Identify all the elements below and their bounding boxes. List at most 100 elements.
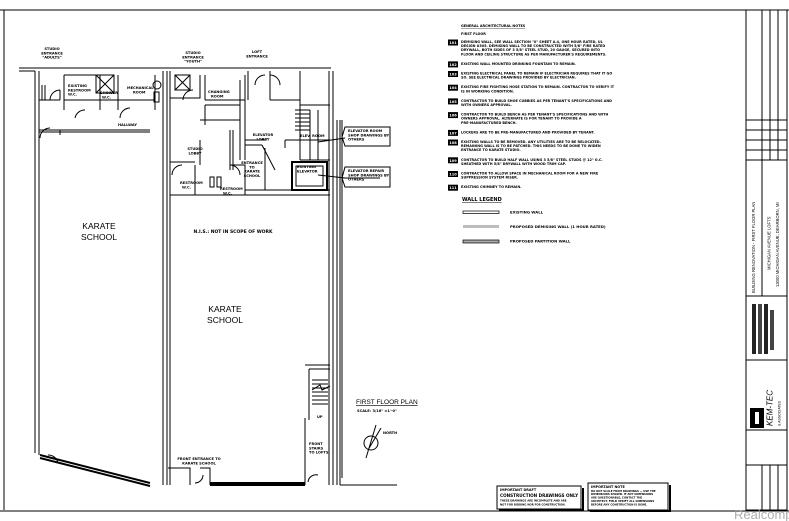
note-tag-badge	[448, 84, 458, 91]
note-tag: 108	[449, 141, 457, 145]
note-tag-badge	[448, 98, 458, 105]
note-tag-badge	[448, 61, 458, 68]
note-tag-badge	[448, 39, 458, 46]
note-tag: 107	[449, 131, 457, 135]
demising-wall-swatch	[463, 225, 499, 228]
project-address: 13000 MICHIGAN AVENUE, DEARBORN, MI	[775, 202, 780, 287]
note-text: WITH OWNERS APPROVAL.	[461, 103, 512, 107]
note-tag: 102	[449, 63, 457, 67]
note-text: OWNERS APPROVAL. ALTERNATE IS FOR TENANT…	[461, 117, 582, 121]
note-text: EXISTING ELECTRICAL PANEL TO REMAIN IF E…	[461, 72, 612, 76]
note-tag: 110	[449, 173, 457, 177]
label-not-in-scope: N.I.S.: NOT IN SCOPE OF WORK	[194, 229, 273, 235]
note-text: CONTRACTOR TO BUILD BENCH AS PER TENANT'…	[461, 113, 608, 117]
note-tag: 109	[449, 159, 457, 163]
note-item: 109 CONTRACTOR TO BUILD HALF WALL USING 3…	[448, 157, 603, 166]
svg-text:DIMENSIONS SHOWN. IF ANY DIMEN: DIMENSIONS SHOWN. IF ANY DIMENSIONS	[591, 492, 653, 496]
plan-title: FIRST FLOOR PLAN	[356, 399, 418, 406]
note-text: SUPPRESSION SYSTEM RISER.	[461, 176, 518, 180]
note-item: 111 EXISTING CHIMNEY TO REMAIN.	[448, 184, 521, 191]
note-item: 104 EXISTING FIRE FIGHTING HOSE STATION T…	[448, 84, 615, 93]
note-tag: 106	[449, 114, 457, 118]
note-item: 103 EXISTING ELECTRICAL PANEL TO REMAIN I…	[448, 71, 612, 80]
notes-heading: GENERAL ARCHITECTURAL NOTES	[461, 24, 526, 28]
wall-legend: WALL LEGEND EXISTING WALL PROPOSED DEMIS…	[462, 197, 606, 244]
svg-text:NOT FOR BIDDING NOR FOR CONSTR: NOT FOR BIDDING NOR FOR CONSTRUCTION.	[500, 503, 566, 507]
svg-text:THESE DRAWINGS ARE INCOMPLETE: THESE DRAWINGS ARE INCOMPLETE AND ARE	[500, 499, 567, 503]
sheet-title: BUILDING RENOVATION - FIRST FLOOR PLAN	[751, 202, 756, 293]
project-name: MICHIGAN AVENUE LOFTS	[767, 216, 772, 270]
note-tag: 104	[449, 86, 457, 90]
note-tag-badge	[448, 129, 458, 136]
svg-text:KEM-TEC: KEM-TEC	[766, 390, 775, 426]
note-item: 106 CONTRACTOR TO BUILD BENCH AS PER TENA…	[448, 112, 608, 125]
note-text: DRYWALL, BOTH SIDES OF 3 5/8" STEEL STUD…	[461, 48, 600, 52]
note-text: EXISTING WALL MOUNTED DRINKING FOUNTAIN …	[461, 62, 576, 66]
svg-text:BEFORE ANY CONSTRUCTION IS DON: BEFORE ANY CONSTRUCTION IS DONE.	[591, 502, 647, 506]
important-note-box: IMPORTANT NOTE DO NOT SCALE FROM DRAWING…	[587, 482, 671, 512]
note-text: CONTRACTOR TO BUILD HALF WALL USING 3 5/…	[461, 158, 603, 162]
firm-info-block	[752, 304, 774, 354]
note-item: 102 EXISTING WALL MOUNTED DRINKING FOUNTA…	[448, 61, 576, 68]
note-text: LOCKERS ARE TO BE PRE-MANUFACTURED AND P…	[461, 130, 595, 134]
svg-text:ARE QUESTIONABLE, CONTACT THE: ARE QUESTIONABLE, CONTACT THE	[591, 496, 642, 500]
note-tag-badge	[448, 157, 458, 164]
note-text: EXISTING CHIMNEY TO REMAIN.	[461, 185, 521, 189]
note-text: SO. SEE ELECTRICAL DRAWINGS PROVIDED BY …	[461, 76, 576, 80]
note-text: EXISTING FIRE FIGHTING HOSE STATION TO R…	[461, 85, 615, 89]
note-text: CONTRACTOR TO ALLOW SPACE IN MECHANICAL …	[461, 172, 599, 176]
partition-wall-swatch	[462, 239, 500, 244]
note-tag-badge	[448, 112, 458, 119]
kem-tec-logo: KEM-TEC & ASSOCIATES	[750, 390, 782, 428]
note-tag-badge	[448, 71, 458, 77]
legend-title: WALL LEGEND	[462, 197, 502, 203]
label-hallway: HALLWAY	[118, 123, 137, 127]
note-tag-badge	[448, 171, 458, 177]
north-arrow-icon: NORTH	[363, 424, 397, 459]
svg-text:CONSTRUCTION DRAWINGS ONLY: CONSTRUCTION DRAWINGS ONLY	[500, 493, 579, 498]
note-tag: 111	[449, 186, 457, 190]
svg-text:IMPORTANT DRAFT: IMPORTANT DRAFT	[500, 488, 537, 492]
existing-wall-swatch	[462, 210, 500, 214]
note-text: PRE-MANUFACTURED BENCH.	[461, 121, 517, 125]
label-elev-room: ELEV. ROOM	[300, 134, 325, 138]
note-text: REMAINING WALL IS TO BE PATCHED. THIS NE…	[461, 144, 601, 148]
architectural-notes: GENERAL ARCHITECTURAL NOTES FIRST FLOOR …	[448, 24, 615, 191]
note-text: DEMISING WALL, SEE WALL SECTION "X" SHEE…	[461, 40, 604, 44]
plan-scale: SCALE: 3/16" =1'-0"	[357, 409, 397, 413]
svg-text:IMPORTANT NOTE: IMPORTANT NOTE	[591, 485, 625, 489]
legend-existing-wall: EXISTING WALL	[510, 210, 544, 215]
note-tag-badge	[448, 184, 458, 191]
north-label: NORTH	[383, 431, 397, 435]
note-text: FLOOR AND CEILING STRUCTURE AS PER MANUF…	[461, 52, 607, 56]
note-text: SHEATHED WITH 5/8" DRYWALL WITH WOOD TRI…	[461, 162, 566, 166]
svg-text:DO NOT SCALE FROM DRAWINGS — U: DO NOT SCALE FROM DRAWINGS — USE THE	[591, 489, 656, 493]
important-draft-box: IMPORTANT DRAFT CONSTRUCTION DRAWINGS ON…	[496, 485, 584, 511]
note-tag: 103	[449, 73, 457, 77]
